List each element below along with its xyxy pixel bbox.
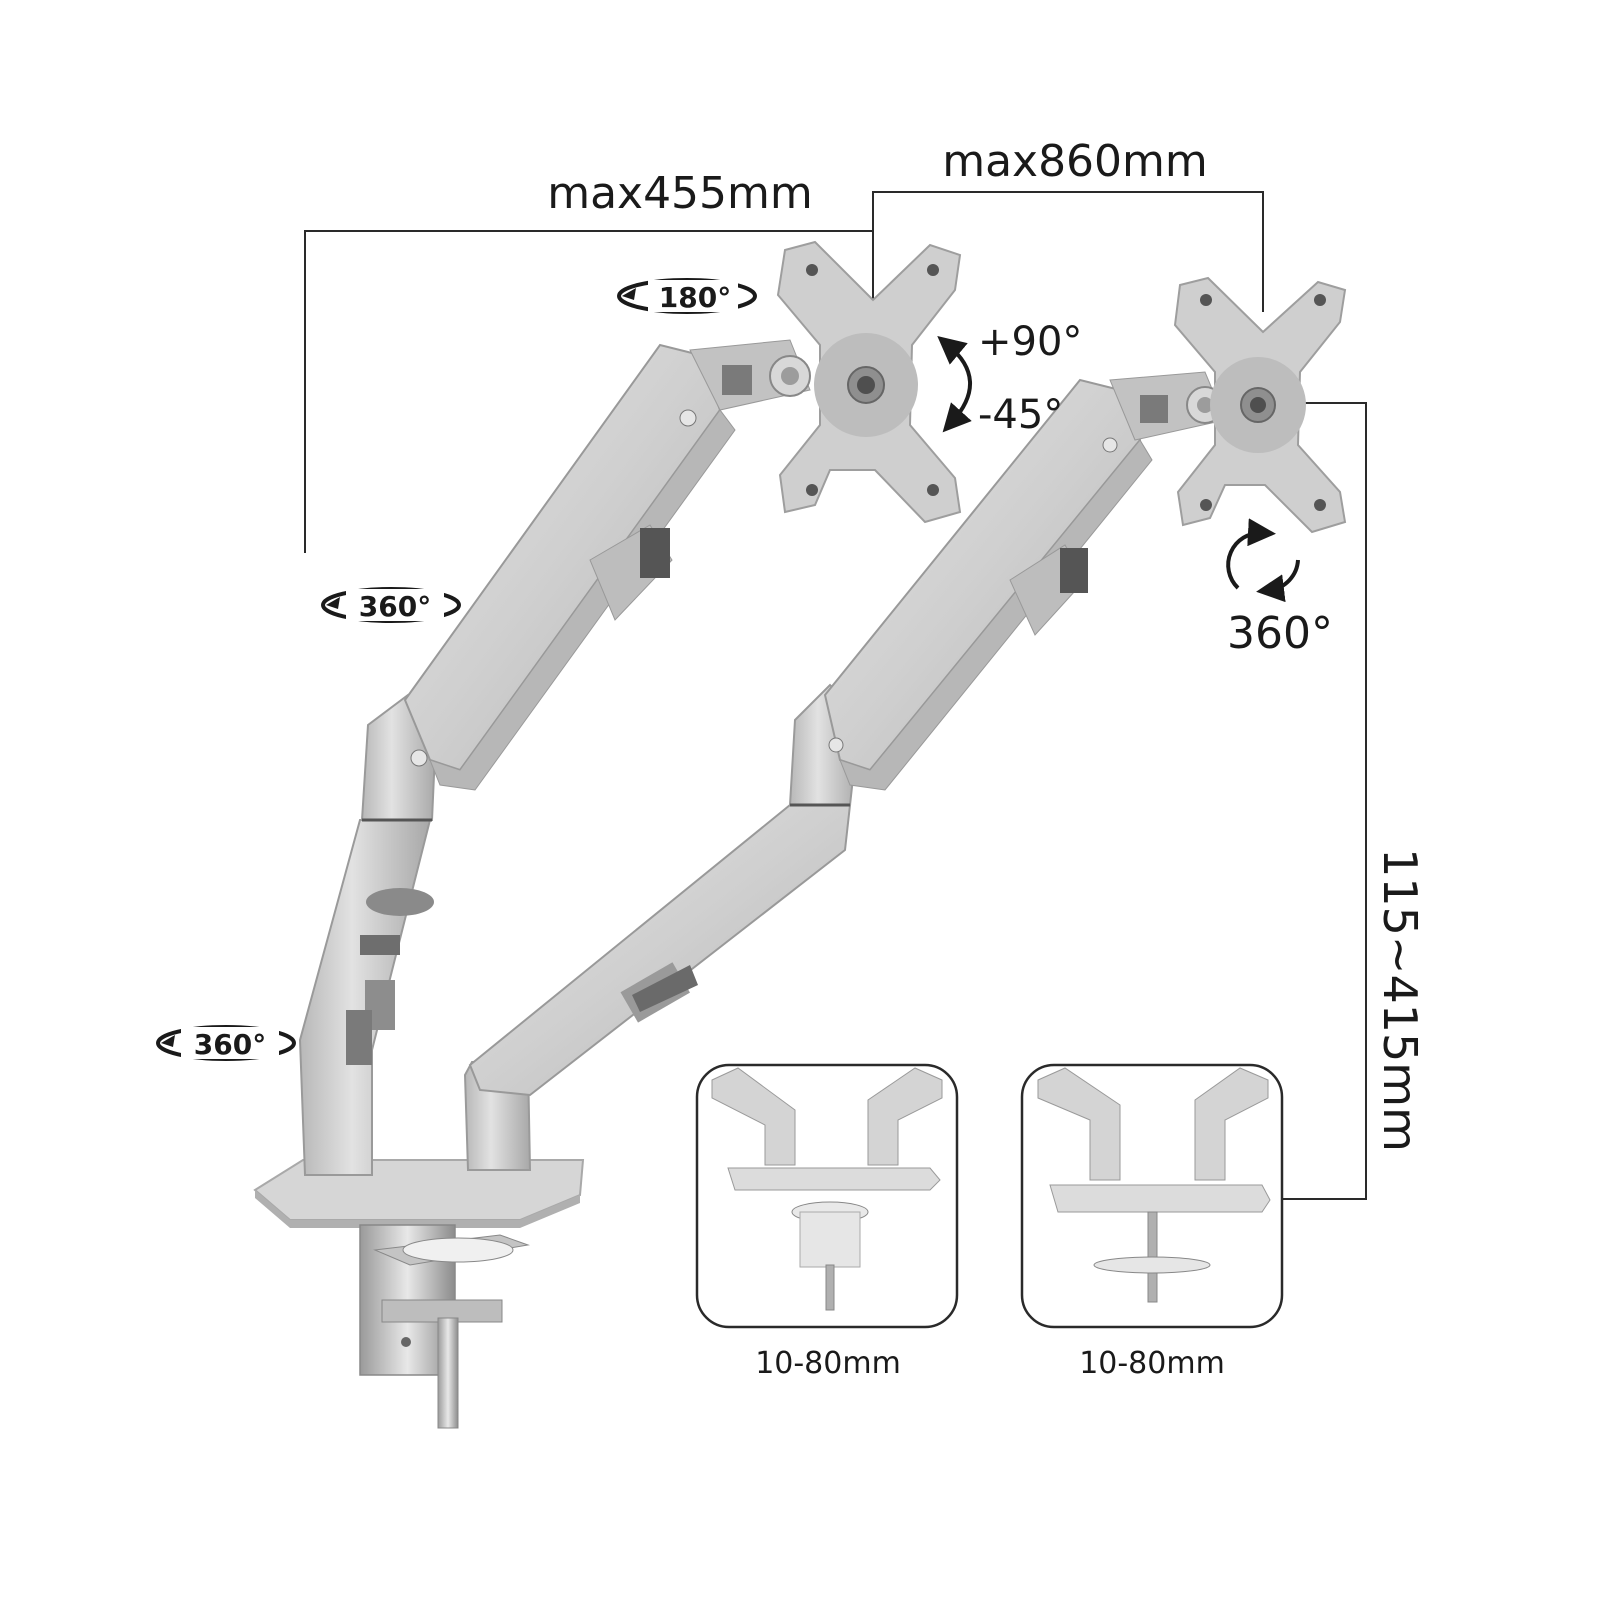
desk-clamp — [359, 1224, 530, 1429]
left-arm — [253, 240, 962, 1429]
head-swivel-label: 180° — [659, 281, 731, 314]
dimension-lines — [304, 191, 1367, 1200]
total-span-line — [872, 191, 1264, 312]
clamp-mount-inset — [695, 1063, 959, 1329]
left-vesa-plate — [776, 240, 962, 524]
base-swivel-label: 360° — [194, 1028, 266, 1061]
head-swivel-indicator: 180° — [617, 278, 757, 314]
grommet-mount-inset — [1020, 1063, 1284, 1329]
elbow-swivel-indicator: 360° — [321, 587, 461, 623]
total-span-label: max860mm — [942, 136, 1208, 187]
height-range-line — [1275, 402, 1367, 1200]
right-vesa-plate — [1173, 276, 1347, 534]
height-range-label: 115~415mm — [1373, 848, 1427, 1152]
right-arm — [463, 276, 1347, 1171]
elbow-swivel-label: 360° — [359, 590, 431, 623]
left-spring-arm — [403, 343, 722, 772]
arm-reach-line — [304, 230, 874, 553]
base-swivel-indicator: 360° — [156, 1025, 296, 1061]
tilt-up-label: +90° — [978, 319, 1082, 365]
right-lower-arm — [468, 804, 852, 1097]
tilt-arrow-icon — [937, 336, 972, 433]
arm-reach-label: max455mm — [547, 168, 813, 219]
tilt-down-label: -45° — [978, 392, 1063, 438]
grommet-range-label: 10-80mm — [1079, 1346, 1225, 1381]
rotate-360-icon — [1226, 518, 1300, 603]
clamp-range-label: 10-80mm — [755, 1346, 901, 1381]
vesa-rotation-label: 360° — [1227, 608, 1333, 659]
